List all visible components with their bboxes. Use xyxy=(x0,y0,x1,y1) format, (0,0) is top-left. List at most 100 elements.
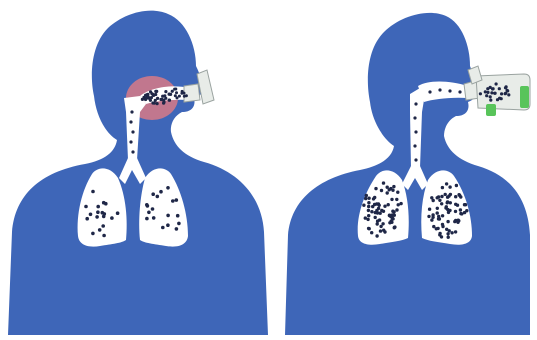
aerosol-particle xyxy=(441,214,444,217)
aerosol-particle xyxy=(130,110,133,113)
aerosol-particle xyxy=(176,96,179,99)
aerosol-particle xyxy=(427,215,430,218)
aerosol-particle xyxy=(449,201,452,204)
aerosol-particle xyxy=(428,90,431,93)
aerosol-particle xyxy=(484,90,487,93)
aerosol-particle xyxy=(378,218,381,221)
aerosol-particle xyxy=(364,197,367,200)
aerosol-particle xyxy=(175,91,178,94)
aerosol-particle xyxy=(413,116,416,119)
aerosol-particle xyxy=(367,205,370,208)
aerosol-particle xyxy=(446,208,449,211)
aerosol-particle xyxy=(495,82,498,85)
aerosol-particle xyxy=(460,212,463,215)
aerosol-particle xyxy=(454,230,457,233)
aerosol-particle xyxy=(479,92,482,95)
aerosol-particle xyxy=(91,190,95,194)
aerosol-particle xyxy=(380,189,383,192)
aerosol-particle xyxy=(441,186,444,189)
aerosol-particle xyxy=(376,222,379,225)
aerosol-particle xyxy=(440,195,443,198)
aerosol-particle xyxy=(175,227,179,231)
aerosol-particle xyxy=(391,217,394,220)
aerosol-particle xyxy=(391,210,394,213)
aerosol-particle xyxy=(159,98,162,101)
aerosol-particle xyxy=(383,205,386,208)
aerosol-particle xyxy=(154,93,157,96)
aerosol-particle xyxy=(102,234,106,238)
aerosol-particle xyxy=(101,224,105,228)
aerosol-particle xyxy=(393,226,396,229)
aerosol-particle xyxy=(446,196,449,199)
aerosol-particle xyxy=(150,96,153,99)
aerosol-particle xyxy=(388,188,391,191)
aerosol-particle xyxy=(147,211,151,215)
aerosol-particle xyxy=(151,207,155,211)
aerosol-particle xyxy=(131,150,134,153)
aerosol-particle xyxy=(428,208,431,211)
aerosol-particle xyxy=(131,130,134,133)
aerosol-particle xyxy=(153,102,156,105)
aerosol-particle xyxy=(413,144,416,147)
aerosol-particle xyxy=(382,210,385,213)
aerosol-particle xyxy=(375,234,378,237)
panel-without-spacer xyxy=(8,11,268,335)
aerosol-particle xyxy=(445,182,448,185)
aerosol-particle xyxy=(486,87,489,90)
aerosol-particle xyxy=(457,193,460,196)
aerosol-particle xyxy=(448,185,451,188)
aerosol-particle xyxy=(365,194,368,197)
spacer-green-ring xyxy=(520,86,529,108)
aerosol-particle xyxy=(166,186,170,190)
aerosol-particle xyxy=(397,203,400,206)
aerosol-particle xyxy=(166,223,170,227)
aerosol-particle xyxy=(154,90,157,93)
aerosol-particle xyxy=(168,99,171,102)
aerosol-particle xyxy=(367,209,370,212)
aerosol-particle xyxy=(437,195,440,198)
aerosol-particle xyxy=(101,211,105,215)
aerosol-particle xyxy=(374,216,377,219)
aerosol-particle xyxy=(388,214,391,217)
aerosol-particle xyxy=(175,198,179,202)
aerosol-particle xyxy=(436,227,439,230)
aerosol-particle xyxy=(500,97,503,100)
aerosol-particle xyxy=(498,87,501,90)
aerosol-particle xyxy=(129,120,132,123)
aerosol-particle xyxy=(180,92,183,95)
aerosol-particle xyxy=(500,92,503,95)
aerosol-particle xyxy=(430,196,433,199)
aerosol-particle xyxy=(485,94,488,97)
aerosol-particle xyxy=(161,226,165,230)
aerosol-particle xyxy=(414,102,417,105)
aerosol-particle xyxy=(464,203,467,206)
aerosol-particle xyxy=(486,91,489,94)
aerosol-particle xyxy=(379,229,382,232)
aerosol-particle xyxy=(496,98,499,101)
aerosol-particle xyxy=(146,93,149,96)
aerosol-particle xyxy=(164,90,167,93)
aerosol-particle xyxy=(489,95,492,98)
aerosol-particle xyxy=(116,211,120,215)
aerosol-particle xyxy=(366,218,369,221)
aerosol-particle xyxy=(446,232,449,235)
aerosol-particle xyxy=(465,209,468,212)
aerosol-particle xyxy=(141,98,144,101)
aerosol-particle xyxy=(95,215,99,219)
aerosol-particle xyxy=(102,201,106,205)
inhaler-mouthpiece-left xyxy=(184,84,200,102)
spacer-valve-tab xyxy=(486,104,496,116)
aerosol-particle xyxy=(163,94,166,97)
panel-with-spacer xyxy=(285,13,530,335)
aerosol-particle xyxy=(454,210,457,213)
aerosol-particle xyxy=(490,91,493,94)
aerosol-particle xyxy=(438,199,441,202)
aerosol-particle xyxy=(445,228,448,231)
aerosol-particle xyxy=(438,88,441,91)
aerosol-particle xyxy=(373,196,376,199)
aerosol-particle xyxy=(177,222,181,226)
aerosol-particle xyxy=(370,231,373,234)
aerosol-particle xyxy=(436,211,439,214)
aerosol-particle xyxy=(438,217,441,220)
